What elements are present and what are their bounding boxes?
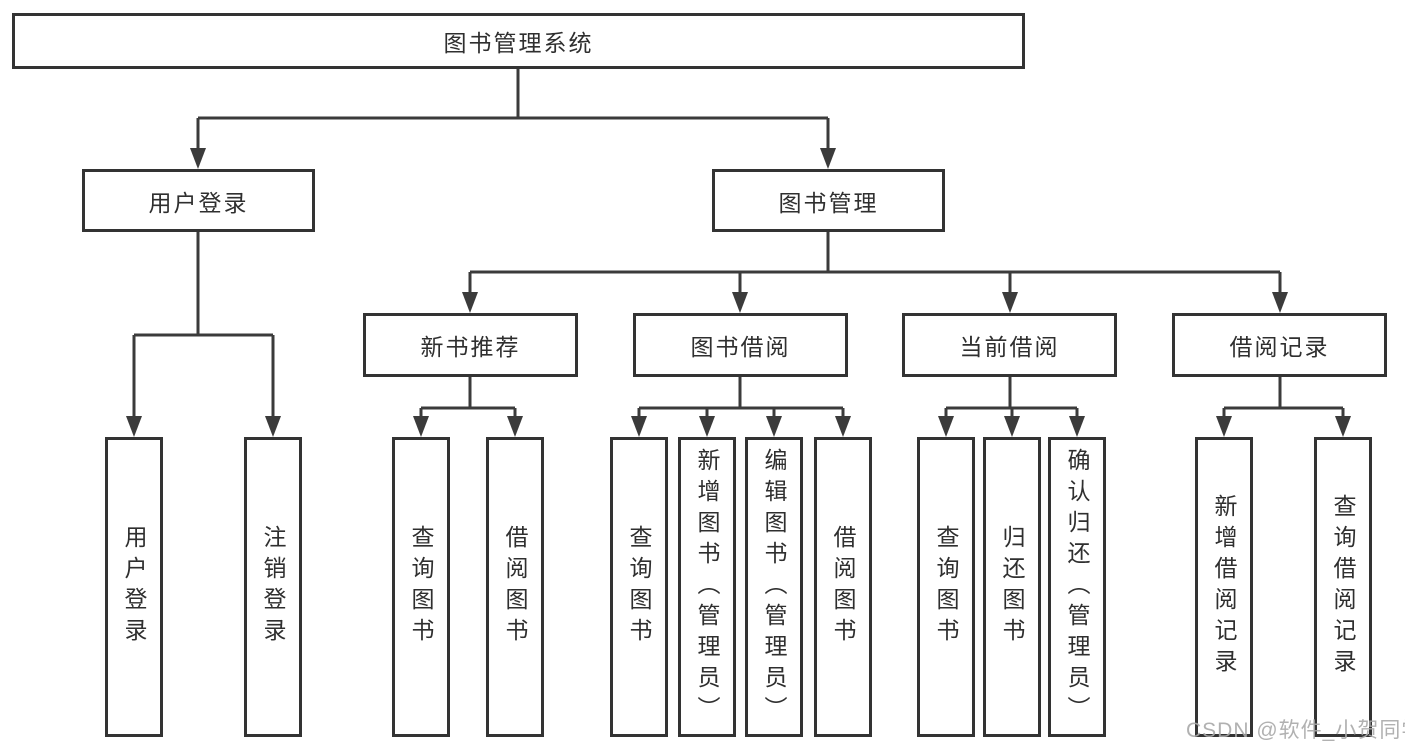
node-borrowing-records: 借阅记录 xyxy=(1172,313,1387,377)
node-library-system-label: 图书管理系统 xyxy=(443,30,594,56)
node-new-book-recommend: 新书推荐 xyxy=(363,313,578,377)
leaf-current-query-books: 查询图书 xyxy=(917,437,975,737)
connector-current-to-leaves xyxy=(938,377,1085,437)
leaf-user-login-label: 用户登录 xyxy=(121,525,147,649)
leaf-confirm-return-admin: 确认归还（管理员） xyxy=(1048,437,1106,737)
leaf-add-borrow-record: 新增借阅记录 xyxy=(1195,437,1253,737)
leaf-borrow-query-books: 查询图书 xyxy=(610,437,668,737)
node-book-management: 图书管理 xyxy=(712,169,945,232)
leaf-user-login: 用户登录 xyxy=(105,437,163,737)
leaf-return-books: 归还图书 xyxy=(983,437,1041,737)
leaf-confirm-return-admin-label: 确认归还（管理员） xyxy=(1064,447,1090,727)
connector-mgmt-to-level3 xyxy=(462,232,1288,313)
leaf-logout: 注销登录 xyxy=(244,437,302,737)
leaf-logout-label: 注销登录 xyxy=(260,525,286,649)
leaf-borrow-books: 借阅图书 xyxy=(814,437,872,737)
leaf-borrow-query-books-label: 查询图书 xyxy=(626,525,652,649)
node-current-borrowing-label: 当前借阅 xyxy=(959,334,1060,360)
leaf-edit-books-admin: 编辑图书（管理员） xyxy=(745,437,803,737)
leaf-add-books-admin-label: 新增图书（管理员） xyxy=(694,447,720,727)
leaf-recommend-borrow-books-label: 借阅图书 xyxy=(502,525,528,649)
leaf-recommend-query-books-label: 查询图书 xyxy=(408,525,434,649)
leaf-query-borrow-record: 查询借阅记录 xyxy=(1314,437,1372,737)
node-user-login: 用户登录 xyxy=(82,169,315,232)
csdn-watermark: CSDN @软件_小贺同学 xyxy=(1186,719,1405,742)
leaf-return-books-label: 归还图书 xyxy=(999,525,1025,649)
node-book-borrowing: 图书借阅 xyxy=(633,313,848,377)
connector-recommend-to-leaves xyxy=(413,377,523,437)
connector-root-to-level2 xyxy=(190,69,836,169)
leaf-query-borrow-record-label: 查询借阅记录 xyxy=(1330,494,1356,680)
connector-user-to-leaves xyxy=(126,232,281,437)
connector-borrow-to-leaves xyxy=(631,377,851,437)
leaf-add-books-admin: 新增图书（管理员） xyxy=(678,437,736,737)
leaf-current-query-books-label: 查询图书 xyxy=(933,525,959,649)
connector-records-to-leaves xyxy=(1216,377,1351,437)
leaf-add-borrow-record-label: 新增借阅记录 xyxy=(1211,494,1237,680)
node-current-borrowing: 当前借阅 xyxy=(902,313,1117,377)
leaf-recommend-query-books: 查询图书 xyxy=(392,437,450,737)
leaf-borrow-books-label: 借阅图书 xyxy=(830,525,856,649)
node-book-management-label: 图书管理 xyxy=(778,189,879,216)
node-new-book-recommend-label: 新书推荐 xyxy=(420,334,521,360)
node-library-system: 图书管理系统 xyxy=(12,13,1025,69)
leaf-edit-books-admin-label: 编辑图书（管理员） xyxy=(761,447,787,727)
node-borrowing-records-label: 借阅记录 xyxy=(1229,334,1330,360)
node-book-borrowing-label: 图书借阅 xyxy=(690,334,791,360)
node-user-login-label: 用户登录 xyxy=(148,189,249,216)
leaf-recommend-borrow-books: 借阅图书 xyxy=(486,437,544,737)
